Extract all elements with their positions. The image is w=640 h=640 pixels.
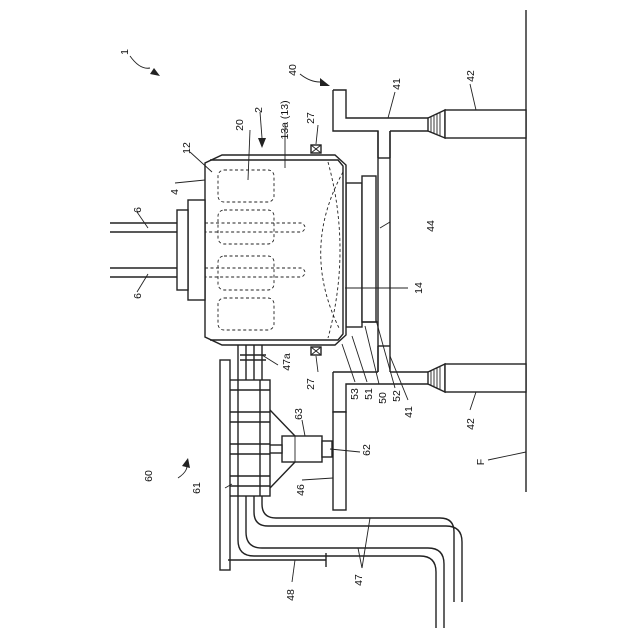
label-12: 12 — [181, 142, 193, 154]
label-47a: 47a — [281, 353, 293, 371]
label-62: 62 — [361, 444, 373, 456]
label-6-top: 6 — [132, 207, 144, 213]
label-46: 46 — [295, 484, 307, 496]
base-plate — [346, 176, 378, 327]
label-42-top: 42 — [465, 70, 477, 82]
label-51: 51 — [363, 388, 375, 400]
label-F: F — [475, 459, 487, 465]
label-41-bottom: 41 — [403, 406, 415, 418]
label-6-bottom: 6 — [132, 293, 144, 299]
label-60: 60 — [143, 470, 155, 482]
sensor-top — [311, 145, 321, 153]
rack-60 — [220, 360, 295, 570]
label-27-top: 27 — [305, 112, 317, 124]
label-14: 14 — [413, 282, 425, 294]
label-61: 61 — [191, 482, 203, 494]
label-27-bottom: 27 — [305, 378, 317, 390]
label-63: 63 — [293, 408, 305, 420]
label-42-bottom: 42 — [465, 418, 477, 430]
exhaust-duct-bottom — [333, 346, 526, 412]
label-40: 40 — [287, 64, 299, 76]
label-53: 53 — [349, 388, 361, 400]
furnace-body — [177, 155, 346, 345]
label-4: 4 — [169, 189, 181, 195]
label-44: 44 — [425, 220, 437, 232]
nozzle-48 — [228, 553, 326, 567]
label-50: 50 — [377, 392, 389, 404]
duct-body-44 — [378, 131, 390, 372]
label-2: 2 — [253, 107, 265, 113]
label-52: 52 — [391, 390, 403, 402]
label-1: 1 — [119, 49, 131, 55]
label-20: 20 — [234, 119, 246, 131]
label-41-top: 41 — [391, 78, 403, 90]
sensor-bottom — [311, 347, 321, 355]
label-48: 48 — [285, 589, 297, 601]
exhaust-duct-top — [333, 90, 526, 158]
label-13a: 13a (13) — [279, 100, 291, 139]
label-47: 47 — [353, 574, 365, 586]
